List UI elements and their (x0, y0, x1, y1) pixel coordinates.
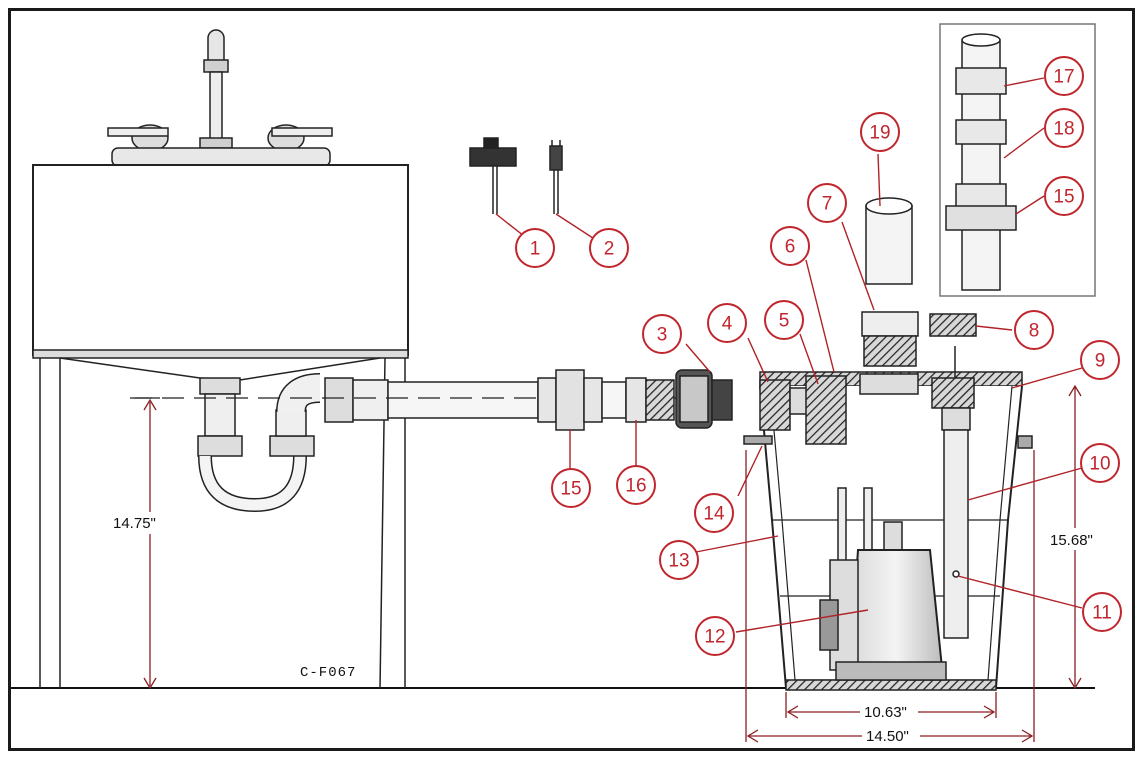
callout-14: 14 (694, 493, 734, 533)
callout-circle (589, 228, 629, 268)
callout-leaders (495, 77, 1083, 633)
callout-16: 16 (616, 465, 656, 505)
callout-circle (770, 226, 810, 266)
callout-5: 5 (764, 300, 804, 340)
callout-number: 16 (625, 476, 646, 497)
callout-number: 4 (722, 314, 733, 335)
callout-number: 8 (1029, 321, 1040, 342)
callout-number: 12 (704, 627, 725, 648)
callout-number: 19 (869, 123, 890, 144)
callout-number: 1 (530, 239, 541, 260)
callout-17: 17 (1044, 56, 1084, 96)
callout-1: 1 (515, 228, 555, 268)
callout-circle (1044, 108, 1084, 148)
callout-number: 15 (560, 479, 581, 500)
dim-bg (1048, 528, 1110, 550)
callout-13: 13 (659, 540, 699, 580)
callout-9: 9 (1080, 340, 1120, 380)
callout-circle (694, 493, 734, 533)
dim-bg (862, 726, 920, 746)
callout-number: 17 (1053, 67, 1074, 88)
callout-number: 7 (822, 194, 833, 215)
dim-bg (104, 512, 174, 534)
callout-number: 6 (785, 237, 796, 258)
callout-circle (707, 303, 747, 343)
callout-circle (860, 112, 900, 152)
vent-pipe (865, 197, 913, 285)
callout-number: 18 (1053, 119, 1074, 140)
callout-10: 10 (1080, 443, 1120, 483)
callout-18: 18 (1044, 108, 1084, 148)
cords (469, 137, 563, 214)
callout-12: 12 (695, 616, 735, 656)
callout-circle (659, 540, 699, 580)
dim-bg (860, 702, 918, 722)
callout-circle (616, 465, 656, 505)
callout-8: 8 (1014, 310, 1054, 350)
callout-circle (1044, 56, 1084, 96)
callout-number: 11 (1092, 603, 1112, 624)
callout-circle (1080, 443, 1120, 483)
callout-circle (1082, 592, 1122, 632)
callout-number: 5 (779, 311, 790, 332)
callout-7: 7 (807, 183, 847, 223)
dim-basin-height: 15.68" (1050, 532, 1093, 549)
callout-15: 15 (551, 468, 591, 508)
callout-3: 3 (642, 314, 682, 354)
p-trap (197, 373, 389, 513)
callout-number: 2 (604, 239, 615, 260)
callout-2: 2 (589, 228, 629, 268)
callout-number: 15 (1053, 187, 1074, 208)
callout-circle (515, 228, 555, 268)
callout-circle (1044, 176, 1084, 216)
callout-circle (764, 300, 804, 340)
callout-number: 10 (1089, 454, 1110, 475)
dim-basin-bottom: 10.63" (864, 704, 907, 721)
callout-number: 13 (668, 551, 689, 572)
callout-circle (1014, 310, 1054, 350)
callout-number: 9 (1095, 351, 1106, 372)
callout-15: 15 (1044, 176, 1084, 216)
drain-pipe (130, 369, 733, 431)
sump-basin (743, 311, 1033, 691)
sink (32, 29, 409, 689)
callout-circle (551, 468, 591, 508)
dim-sink-height: 14.75" (113, 515, 156, 532)
callout-circle (1080, 340, 1120, 380)
callout-19: 19 (860, 112, 900, 152)
callout-circle (642, 314, 682, 354)
callout-6: 6 (770, 226, 810, 266)
model-code: C-F067 (300, 665, 356, 681)
callout-11: 11 (1082, 592, 1122, 632)
callout-circle (807, 183, 847, 223)
dim-basin-top: 14.50" (866, 728, 909, 745)
callout-number: 14 (703, 504, 725, 525)
callout-circle (695, 616, 735, 656)
callout-4: 4 (707, 303, 747, 343)
callout-number: 3 (657, 325, 668, 346)
